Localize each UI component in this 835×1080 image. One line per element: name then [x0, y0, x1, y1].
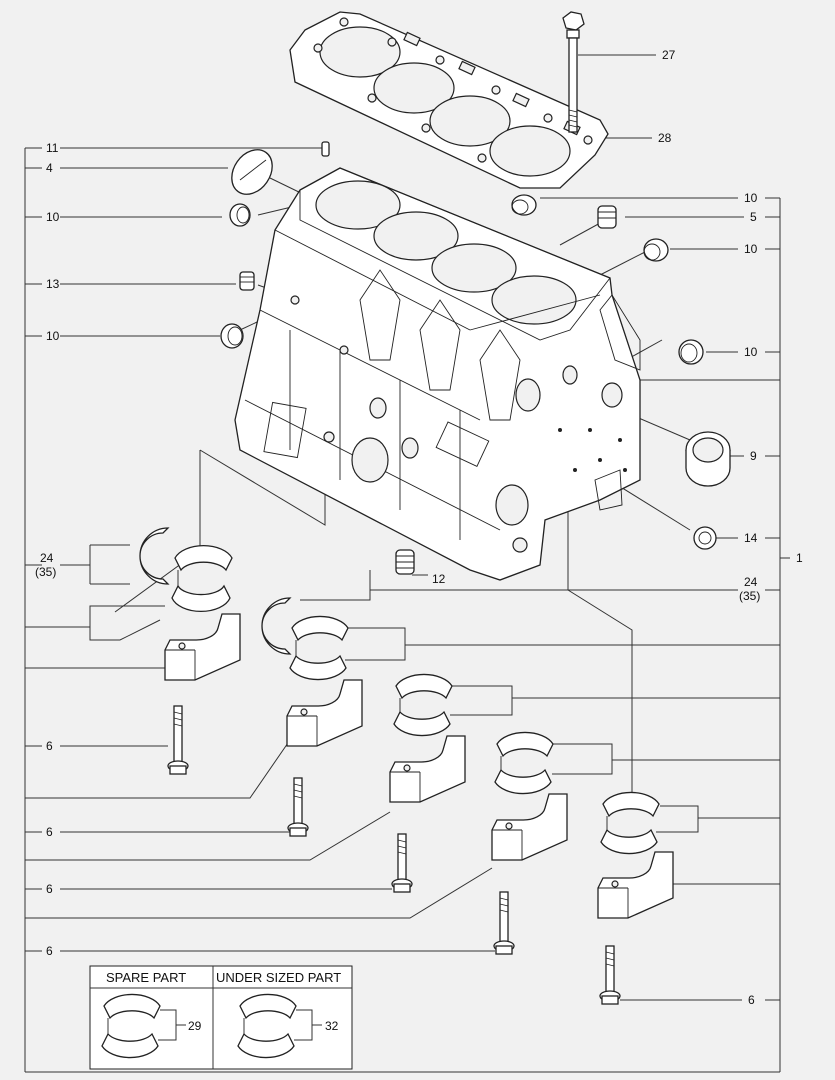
plug-13: [239, 271, 255, 291]
spare-part-bearing: 29: [101, 993, 202, 1059]
expansion-plug-right-c: [678, 339, 704, 365]
main-bearing-shell-5: [600, 791, 660, 855]
callout-28: 28: [658, 131, 672, 145]
callout-6: 6: [46, 944, 53, 958]
callout-10: 10: [744, 345, 758, 359]
callout-13: 13: [46, 277, 60, 291]
callout-10: 10: [46, 329, 60, 343]
main-bearing-bolt-1: [167, 705, 189, 775]
plug-5: [597, 205, 617, 229]
head-gasket: [289, 11, 609, 189]
under-sized-part-label: UNDER SIZED PART: [216, 970, 341, 985]
main-bearing-cap-2: [286, 679, 363, 747]
main-bearing-bolt-2: [287, 777, 309, 837]
main-bearing-cap-1: [164, 613, 241, 681]
expansion-plug-right-a: [511, 194, 537, 216]
main-bearing-cap-4: [491, 793, 568, 861]
callout-10: 10: [46, 210, 60, 224]
callout-6: 6: [46, 882, 53, 896]
main-bearing-shell-2: [289, 615, 349, 681]
callout-27: 27: [662, 48, 676, 62]
main-bearing-cap-3: [389, 735, 466, 803]
callout-14: 14: [744, 531, 758, 545]
callout-6: 6: [46, 739, 53, 753]
callout-6: 6: [46, 825, 53, 839]
callout-10: 10: [744, 242, 758, 256]
main-bearing-bolt-5: [599, 945, 621, 1005]
main-bearing-shell-3: [393, 673, 453, 737]
callout-35: (35): [739, 589, 760, 603]
spare-part-label: SPARE PART: [106, 970, 186, 985]
cylinder-block: [234, 167, 641, 581]
main-bearing-cap-5: [597, 851, 674, 919]
expansion-plug-large: [231, 149, 273, 195]
main-bearing-shell-1: [171, 545, 233, 613]
drain-plug-12: [395, 549, 415, 575]
callout-10: 10: [744, 191, 758, 205]
left-bracket-frame: [24, 147, 780, 1073]
main-bearing-shell-4: [494, 731, 554, 795]
callout-29: 29: [188, 1019, 202, 1033]
callout-1: 1: [796, 551, 803, 565]
expansion-plug-left-b: [220, 323, 244, 349]
under-sized-part-bearing: 32: [237, 993, 339, 1059]
callout-32: 32: [325, 1019, 339, 1033]
callout-6: 6: [748, 993, 755, 1007]
dowel-pin: [321, 141, 330, 157]
thrust-washer-left: [139, 527, 170, 585]
expansion-plug-right-b: [643, 238, 669, 262]
thrust-washer-right: [261, 597, 292, 655]
callout-4: 4: [46, 161, 53, 175]
camshaft-bushing: [685, 431, 731, 487]
expansion-plug-left-a: [229, 203, 251, 227]
head-bolt: [562, 11, 585, 133]
right-bracket-frame: [405, 197, 790, 1072]
callout-11: 11: [46, 141, 59, 155]
callout-24: 24: [40, 551, 54, 565]
plug-14: [693, 526, 717, 550]
main-bearing-bolt-3: [391, 833, 413, 893]
callout-35: (35): [35, 565, 56, 579]
main-bearing-bolt-4: [493, 891, 515, 955]
parts-legend-box: SPARE PART UNDER SIZED PART 29 32: [89, 965, 353, 1070]
callout-24: 24: [744, 575, 758, 589]
callout-5: 5: [750, 210, 757, 224]
callout-labels: 27 28 11 4 10 13 10 10 5 10 10 9 14 1 12…: [35, 48, 803, 1007]
callout-9: 9: [750, 449, 757, 463]
callout-12: 12: [432, 572, 446, 586]
